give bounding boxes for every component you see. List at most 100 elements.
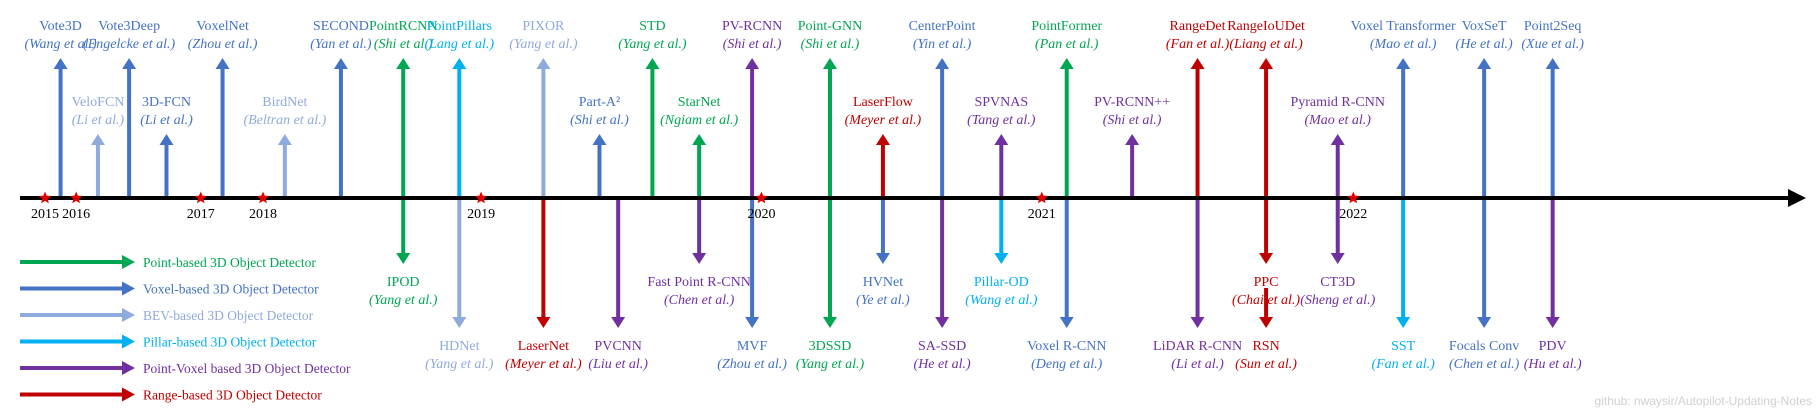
- arrow: [90, 134, 105, 196]
- arrow: [1545, 58, 1560, 196]
- method-pvcnn: PVCNN(Liu et al.): [588, 200, 648, 372]
- method-name: VeloFCN: [72, 95, 125, 110]
- method-pointpillars: PointPillars(Lang et al.): [424, 19, 494, 196]
- method-ipod: IPOD(Yang et al.): [369, 200, 438, 308]
- arrowhead: [122, 361, 135, 375]
- arrow: [1396, 58, 1411, 196]
- method-name: BirdNet: [262, 95, 307, 110]
- method-authors: (Tang et al.): [967, 113, 1036, 128]
- year-marker-star: [1347, 191, 1360, 204]
- arrow: [692, 134, 707, 196]
- method-pointformer: PointFormer(Pan et al.): [1031, 19, 1102, 196]
- arrowhead: [1190, 317, 1205, 328]
- method-authors: (Liang et al.): [1229, 37, 1303, 52]
- arrow: [122, 58, 137, 196]
- method-ct3d: CT3D (Sheng et al.): [1300, 200, 1376, 308]
- method-name: Vote3D: [39, 19, 82, 34]
- method-name: RSN: [1252, 339, 1279, 354]
- arrow: [935, 58, 950, 196]
- arrow: [333, 58, 348, 196]
- arrowhead: [277, 134, 292, 145]
- method-name: Focals Conv: [1449, 339, 1519, 354]
- method-authors: (Wang et al.): [965, 293, 1038, 308]
- arrowhead: [122, 58, 137, 69]
- method-focals-conv: Focals Conv(Chen et al.): [1449, 200, 1520, 372]
- method-authors: (Engelcke et al.): [83, 37, 175, 52]
- method-rsn: RSN (Sun et al.): [1235, 288, 1297, 372]
- arrow: [1059, 58, 1074, 196]
- method-authors: (Mao et al.): [1370, 37, 1437, 52]
- method-authors: (Zhou et al.): [717, 357, 787, 372]
- method-authors: (Sheng et al.): [1300, 293, 1375, 308]
- method-centerpoint: CenterPoint(Yin et al.): [909, 19, 976, 196]
- arrow: [396, 200, 411, 264]
- method-name: HDNet: [439, 339, 480, 354]
- arrow: [822, 200, 837, 328]
- arrowhead: [994, 134, 1009, 145]
- method-point2seq: Point2Seq(Xue et al.): [1521, 19, 1584, 196]
- method-name: SA-SSD: [918, 339, 966, 354]
- method-pdv: PDV(Hu et al.): [1524, 200, 1582, 372]
- method-sst: SST (Fan et al.): [1371, 200, 1435, 372]
- arrowhead: [159, 134, 174, 145]
- method-authors: (Sun et al.): [1235, 357, 1297, 372]
- arrow: [53, 58, 68, 196]
- method-name: Part-A²: [579, 95, 621, 110]
- method-3dssd: 3DSSD(Yang et al.): [796, 200, 864, 372]
- arrowhead: [1477, 58, 1492, 69]
- method-name: SPVNAS: [974, 95, 1028, 110]
- arrow: [994, 200, 1009, 264]
- method-name: LiDAR R-CNN: [1153, 339, 1242, 354]
- arrowhead: [122, 308, 135, 322]
- method-authors: (Mao et al.): [1304, 113, 1371, 128]
- year-label: 2020: [747, 207, 775, 222]
- legend-arrow-pillar: [20, 334, 135, 349]
- arrow: [692, 200, 707, 264]
- method-name: CT3D: [1320, 275, 1355, 290]
- method-name: SST: [1391, 339, 1416, 354]
- method-name: HVNet: [863, 275, 904, 290]
- arrowhead: [122, 334, 135, 349]
- arrowhead: [90, 134, 105, 145]
- arrowhead: [536, 58, 551, 69]
- year-label: 2015: [31, 207, 59, 222]
- arrowhead: [396, 253, 411, 264]
- arrow: [875, 134, 890, 196]
- year-marker-star: [194, 191, 207, 204]
- method-name: Voxel Transformer: [1351, 19, 1456, 34]
- legend-label-range: Range-based 3D Object Detector: [143, 388, 322, 403]
- year-label: 2022: [1339, 207, 1367, 222]
- arrow: [1259, 288, 1274, 328]
- arrowhead: [396, 58, 411, 69]
- method-name: LaserNet: [518, 339, 569, 354]
- method-name: RangeDet: [1170, 19, 1226, 34]
- method-name: Fast Point R-CNN: [647, 275, 750, 290]
- method-authors: (Li et al.): [72, 113, 125, 128]
- year-marker-star: [1035, 191, 1048, 204]
- method-name: VoxelNet: [196, 19, 249, 34]
- method-authors: (Yang et al.): [425, 357, 494, 372]
- method-name: PointFormer: [1031, 19, 1102, 34]
- method-pixor: PIXOR(Yang et al.): [509, 19, 578, 196]
- method-name: PointRCNN: [369, 19, 437, 34]
- arrowhead: [875, 134, 890, 145]
- method-name: Pyramid R-CNN: [1290, 95, 1385, 110]
- method-name: LaserFlow: [853, 95, 914, 110]
- arrow: [1259, 58, 1274, 196]
- arrow: [875, 200, 890, 264]
- method-voxel-r-cnn: Voxel R-CNN(Deng et al.): [1027, 200, 1106, 372]
- method-authors: (Deng et al.): [1031, 357, 1102, 372]
- arrow: [1545, 200, 1560, 328]
- arrow: [1259, 200, 1274, 264]
- arrow: [1190, 200, 1205, 328]
- method-lidar-r-cnn: LiDAR R-CNN(Li et al.): [1153, 200, 1242, 372]
- arrowhead: [452, 317, 467, 328]
- legend-arrow-bev: [20, 308, 135, 322]
- arrowhead: [592, 134, 607, 145]
- method-voxel-transformer: Voxel Transformer (Mao et al.): [1351, 19, 1456, 196]
- method-authors: (Yan et al.): [310, 37, 372, 52]
- method-name: PVCNN: [594, 339, 641, 354]
- method-name: 3D-FCN: [142, 95, 191, 110]
- method-authors: (Fan et al.): [1371, 357, 1435, 372]
